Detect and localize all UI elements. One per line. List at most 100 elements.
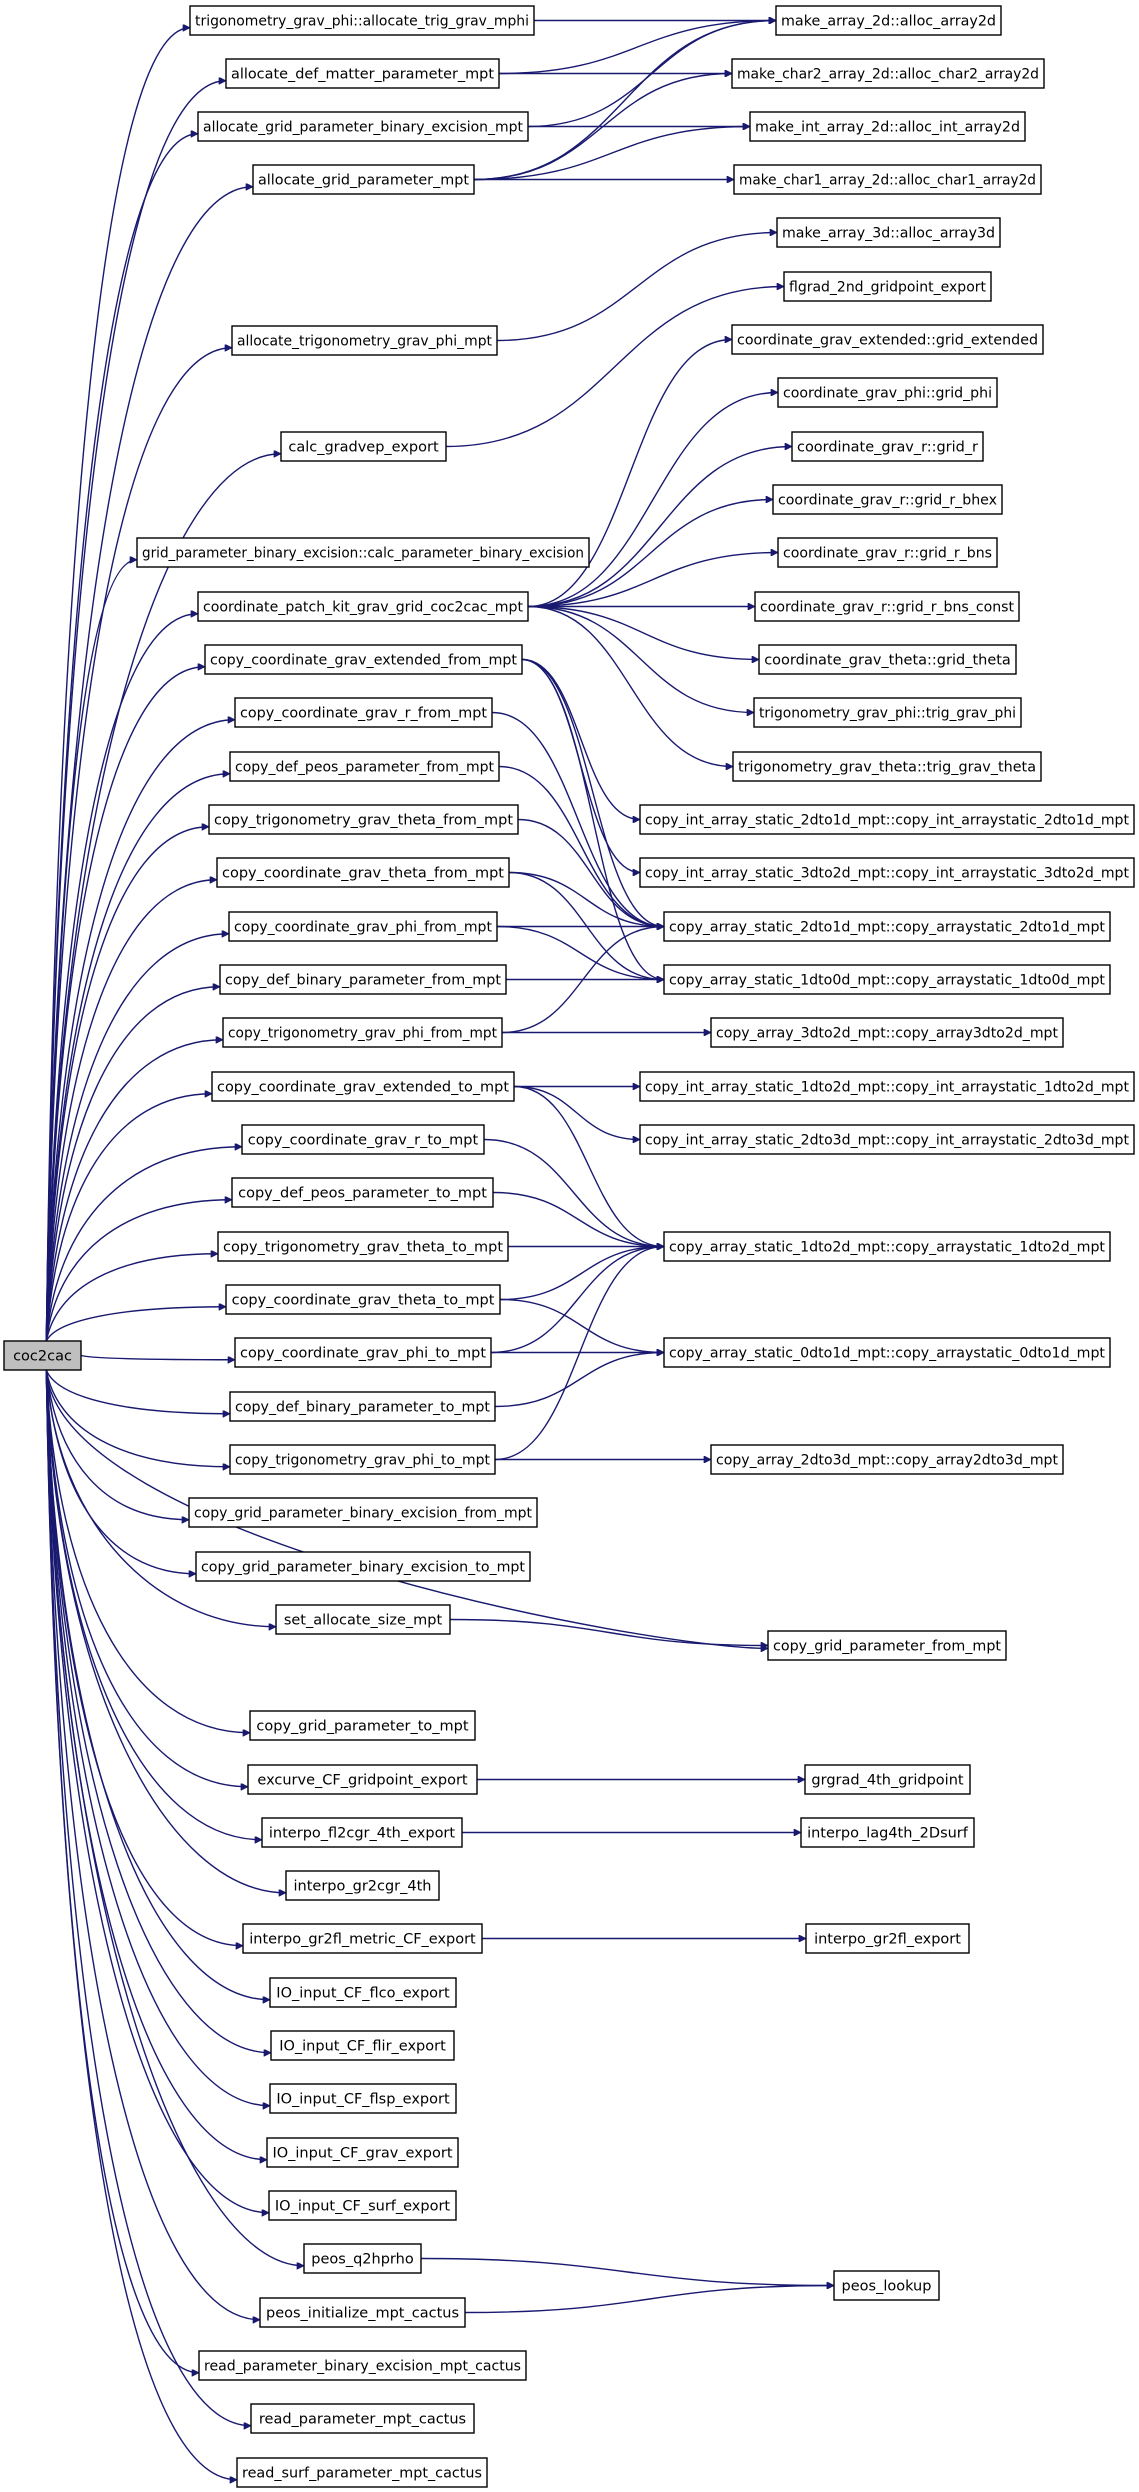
node-coordinate-grav-r-grid-r-bns-const[interactable]: coordinate_grav_r::grid_r_bns_const: [754, 591, 1020, 622]
node-coordinate-grav-r-grid-r-bns[interactable]: coordinate_grav_r::grid_r_bns: [777, 537, 998, 568]
node-copy-trigonometry-grav-theta-from-mpt[interactable]: copy_trigonometry_grav_theta_from_mpt: [208, 804, 519, 835]
node-box: [228, 911, 498, 942]
node-box: [639, 804, 1135, 835]
node-label: copy_coordinate_grav_phi_from_mpt: [234, 920, 492, 936]
node-copy-array-static-0dto1d-mpt-copy-arraystatic-0dto1d-mpt[interactable]: copy_array_static_0dto1d_mpt::copy_array…: [663, 1337, 1111, 1368]
node-copy-def-binary-parameter-to-mpt[interactable]: copy_def_binary_parameter_to_mpt: [229, 1391, 496, 1422]
node-read-surf-parameter-mpt-cactus[interactable]: read_surf_parameter_mpt_cactus: [236, 2457, 488, 2488]
node-interpo-gr2fl-export[interactable]: interpo_gr2fl_export: [805, 1923, 970, 1954]
node-allocate-def-matter-parameter-mpt[interactable]: allocate_def_matter_parameter_mpt: [225, 58, 500, 89]
node-allocate-grid-parameter-binary-excision-mpt[interactable]: allocate_grid_parameter_binary_excision_…: [197, 111, 529, 142]
node-io-input-cf-surf-export[interactable]: IO_input_CF_surf_export: [268, 2190, 457, 2221]
node-excurve-cf-gridpoint-export[interactable]: excurve_CF_gridpoint_export: [247, 1764, 478, 1795]
node-copy-array-2dto3d-mpt-copy-array2dto3d-mpt[interactable]: copy_array_2dto3d_mpt::copy_array2dto3d_…: [710, 1444, 1064, 1475]
node-copy-grid-parameter-to-mpt[interactable]: copy_grid_parameter_to_mpt: [249, 1710, 476, 1741]
node-io-input-cf-flco-export[interactable]: IO_input_CF_flco_export: [269, 1977, 457, 2008]
node-copy-def-peos-parameter-from-mpt[interactable]: copy_def_peos_parameter_from_mpt: [229, 751, 500, 782]
node-grgrad-4th-gridpoint[interactable]: grgrad_4th_gridpoint: [804, 1764, 971, 1795]
node-peos-q2hprho[interactable]: peos_q2hprho: [303, 2243, 422, 2274]
node-copy-int-array-static-1dto2d-mpt-copy-int-arraystatic-1dto2d-mpt[interactable]: copy_int_array_static_1dto2d_mpt::copy_i…: [639, 1071, 1135, 1102]
node-coordinate-patch-kit-grav-grid-coc2cac-mpt[interactable]: coordinate_patch_kit_grav_grid_coc2cac_m…: [197, 591, 529, 622]
edge-copy-coordinate-grav-theta-to-mpt-to-copy-array-static-1dto2d-mpt-copy-arraystatic-1dto2d-mpt: [499, 1247, 664, 1301]
node-make-char2-array-2d-alloc-char2-array2d[interactable]: make_char2_array_2d::alloc_char2_array2d: [731, 58, 1045, 89]
node-copy-coordinate-grav-phi-to-mpt[interactable]: copy_coordinate_grav_phi_to_mpt: [234, 1337, 492, 1368]
node-copy-grid-parameter-binary-excision-to-mpt[interactable]: copy_grid_parameter_binary_excision_to_m…: [195, 1551, 531, 1582]
node-make-int-array-2d-alloc-int-array2d[interactable]: make_int_array_2d::alloc_int_array2d: [749, 111, 1026, 142]
edge-copy-coordinate-grav-extended-to-mpt-to-copy-int-array-static-2dto3d-mpt-copy-int-arraystatic-2dto3d-mpt: [513, 1085, 640, 1140]
node-calc-gradvep-export[interactable]: calc_gradvep_export: [280, 431, 447, 462]
edge-coordinate-patch-kit-grav-grid-coc2cac-mpt-to-coordinate-grav-r-grid-r-bhex: [527, 500, 773, 608]
node-copy-coordinate-grav-theta-from-mpt[interactable]: copy_coordinate_grav_theta_from_mpt: [216, 857, 510, 888]
node-label: IO_input_CF_flsp_export: [276, 2092, 450, 2108]
node-coordinate-grav-phi-grid-phi[interactable]: coordinate_grav_phi::grid_phi: [777, 377, 998, 408]
node-coordinate-grav-theta-grid-theta[interactable]: coordinate_grav_theta::grid_theta: [758, 644, 1017, 675]
node-label: allocate_grid_parameter_binary_excision_…: [203, 120, 523, 136]
node-box: [3, 1340, 82, 1371]
node-allocate-trigonometry-grav-phi-mpt[interactable]: allocate_trigonometry_grav_phi_mpt: [231, 325, 498, 356]
node-box: [663, 964, 1111, 995]
node-copy-array-3dto2d-mpt-copy-array3dto2d-mpt[interactable]: copy_array_3dto2d_mpt::copy_array3dto2d_…: [710, 1017, 1064, 1048]
edge-coc2cac-to-copy-coordinate-grav-phi-to-mpt: [80, 1354, 235, 1360]
node-peos-initialize-mpt-cactus[interactable]: peos_initialize_mpt_cactus: [259, 2297, 466, 2328]
node-io-input-cf-flir-export[interactable]: IO_input_CF_flir_export: [270, 2030, 455, 2061]
node-io-input-cf-grav-export[interactable]: IO_input_CF_grav_export: [266, 2137, 459, 2168]
node-copy-grid-parameter-from-mpt[interactable]: copy_grid_parameter_from_mpt: [767, 1630, 1007, 1661]
node-label: flgrad_2nd_gridpoint_export: [789, 280, 986, 296]
node-copy-int-array-static-2dto3d-mpt-copy-int-arraystatic-2dto3d-mpt[interactable]: copy_int_array_static_2dto3d_mpt::copy_i…: [639, 1124, 1135, 1155]
edge-coc2cac-to-copy-def-peos-parameter-to-mpt: [45, 1200, 232, 1342]
node-interpo-gr2fl-metric-cf-export[interactable]: interpo_gr2fl_metric_CF_export: [242, 1923, 483, 1954]
node-copy-int-array-static-2dto1d-mpt-copy-int-arraystatic-2dto1d-mpt[interactable]: copy_int_array_static_2dto1d_mpt::copy_i…: [639, 804, 1135, 835]
node-copy-coordinate-grav-phi-from-mpt[interactable]: copy_coordinate_grav_phi_from_mpt: [228, 911, 498, 942]
node-label: copy_grid_parameter_binary_excision_from…: [194, 1506, 532, 1522]
node-coordinate-grav-r-grid-r[interactable]: coordinate_grav_r::grid_r: [791, 431, 984, 462]
node-copy-array-static-2dto1d-mpt-copy-arraystatic-2dto1d-mpt[interactable]: copy_array_static_2dto1d_mpt::copy_array…: [663, 911, 1111, 942]
node-copy-array-static-1dto2d-mpt-copy-arraystatic-1dto2d-mpt[interactable]: copy_array_static_1dto2d_mpt::copy_array…: [663, 1231, 1111, 1262]
node-copy-trigonometry-grav-theta-to-mpt[interactable]: copy_trigonometry_grav_theta_to_mpt: [217, 1231, 509, 1262]
node-trigonometry-grav-theta-trig-grav-theta[interactable]: trigonometry_grav_theta::trig_grav_theta: [732, 751, 1042, 782]
node-make-char1-array-2d-alloc-char1-array2d[interactable]: make_char1_array_2d::alloc_char1_array2d: [733, 164, 1042, 195]
node-box: [236, 2457, 488, 2488]
node-coordinate-grav-extended-grid-extended[interactable]: coordinate_grav_extended::grid_extended: [731, 324, 1044, 355]
edge-coc2cac-to-io-input-cf-grav-export: [45, 1369, 267, 2160]
node-copy-int-array-static-3dto2d-mpt-copy-int-arraystatic-3dto2d-mpt[interactable]: copy_int_array_static_3dto2d_mpt::copy_i…: [639, 857, 1135, 888]
node-make-array-2d-alloc-array2d[interactable]: make_array_2d::alloc_array2d: [775, 5, 1002, 36]
node-copy-def-binary-parameter-from-mpt[interactable]: copy_def_binary_parameter_from_mpt: [219, 964, 507, 995]
edge-peos-q2hprho-to-peos-lookup: [420, 2257, 834, 2286]
node-trigonometry-grav-phi-allocate-trig-grav-mphi[interactable]: trigonometry_grav_phi::allocate_trig_gra…: [189, 5, 535, 36]
node-interpo-gr2cgr-4th[interactable]: interpo_gr2cgr_4th: [285, 1870, 440, 1901]
node-trigonometry-grav-phi-trig-grav-phi[interactable]: trigonometry_grav_phi::trig_grav_phi: [753, 697, 1022, 728]
node-copy-coordinate-grav-extended-to-mpt[interactable]: copy_coordinate_grav_extended_to_mpt: [211, 1071, 515, 1102]
node-copy-trigonometry-grav-phi-to-mpt[interactable]: copy_trigonometry_grav_phi_to_mpt: [229, 1444, 496, 1475]
node-flgrad-2nd-gridpoint-export[interactable]: flgrad_2nd_gridpoint_export: [783, 271, 992, 302]
node-io-input-cf-flsp-export[interactable]: IO_input_CF_flsp_export: [269, 2083, 457, 2114]
edge-peos-initialize-mpt-cactus-to-peos-lookup: [464, 2286, 834, 2314]
node-interpo-fl2cgr-4th-export[interactable]: interpo_fl2cgr_4th_export: [261, 1817, 463, 1848]
node-label: allocate_grid_parameter_mpt: [258, 173, 469, 189]
node-label: copy_int_array_static_2dto3d_mpt::copy_i…: [645, 1133, 1129, 1149]
node-grid-parameter-binary-excision-calc-parameter-binary-excision[interactable]: grid_parameter_binary_excision::calc_par…: [136, 537, 590, 568]
node-box: [269, 1977, 457, 2008]
node-make-array-3d-alloc-array3d[interactable]: make_array_3d::alloc_array3d: [776, 217, 1001, 248]
node-coordinate-grav-r-grid-r-bhex[interactable]: coordinate_grav_r::grid_r_bhex: [772, 484, 1003, 515]
node-copy-coordinate-grav-r-from-mpt[interactable]: copy_coordinate_grav_r_from_mpt: [234, 697, 493, 728]
node-copy-grid-parameter-binary-excision-from-mpt[interactable]: copy_grid_parameter_binary_excision_from…: [188, 1497, 538, 1528]
node-interpo-lag4th-2dsurf[interactable]: interpo_lag4th_2Dsurf: [800, 1817, 975, 1848]
node-label: IO_input_CF_flco_export: [276, 1986, 450, 2002]
node-coc2cac[interactable]: coc2cac: [3, 1340, 82, 1371]
edge-coordinate-patch-kit-grav-grid-coc2cac-mpt-to-coordinate-grav-r-grid-r-bns: [527, 553, 778, 608]
node-copy-def-peos-parameter-to-mpt[interactable]: copy_def_peos_parameter_to_mpt: [231, 1177, 494, 1208]
node-copy-coordinate-grav-r-to-mpt[interactable]: copy_coordinate_grav_r_to_mpt: [241, 1124, 485, 1155]
node-copy-trigonometry-grav-phi-from-mpt[interactable]: copy_trigonometry_grav_phi_from_mpt: [222, 1017, 503, 1048]
node-box: [303, 2243, 422, 2274]
node-copy-coordinate-grav-extended-from-mpt[interactable]: copy_coordinate_grav_extended_from_mpt: [204, 644, 523, 675]
node-label: coc2cac: [13, 1349, 72, 1365]
node-copy-array-static-1dto0d-mpt-copy-arraystatic-1dto0d-mpt[interactable]: copy_array_static_1dto0d_mpt::copy_array…: [663, 964, 1111, 995]
node-peos-lookup[interactable]: peos_lookup: [833, 2270, 940, 2301]
node-read-parameter-mpt-cactus[interactable]: read_parameter_mpt_cactus: [250, 2403, 475, 2434]
node-label: make_array_3d::alloc_array3d: [782, 226, 995, 242]
node-read-parameter-binary-excision-mpt-cactus[interactable]: read_parameter_binary_excision_mpt_cactu…: [198, 2350, 527, 2381]
node-copy-coordinate-grav-theta-to-mpt[interactable]: copy_coordinate_grav_theta_to_mpt: [225, 1284, 501, 1315]
node-allocate-grid-parameter-mpt[interactable]: allocate_grid_parameter_mpt: [252, 164, 475, 195]
edge-copy-coordinate-grav-extended-from-mpt-to-copy-int-array-static-2dto1d-mpt-copy-int-arraystatic-2dto1d-mpt: [521, 658, 640, 820]
node-set-allocate-size-mpt[interactable]: set_allocate_size_mpt: [275, 1604, 451, 1635]
